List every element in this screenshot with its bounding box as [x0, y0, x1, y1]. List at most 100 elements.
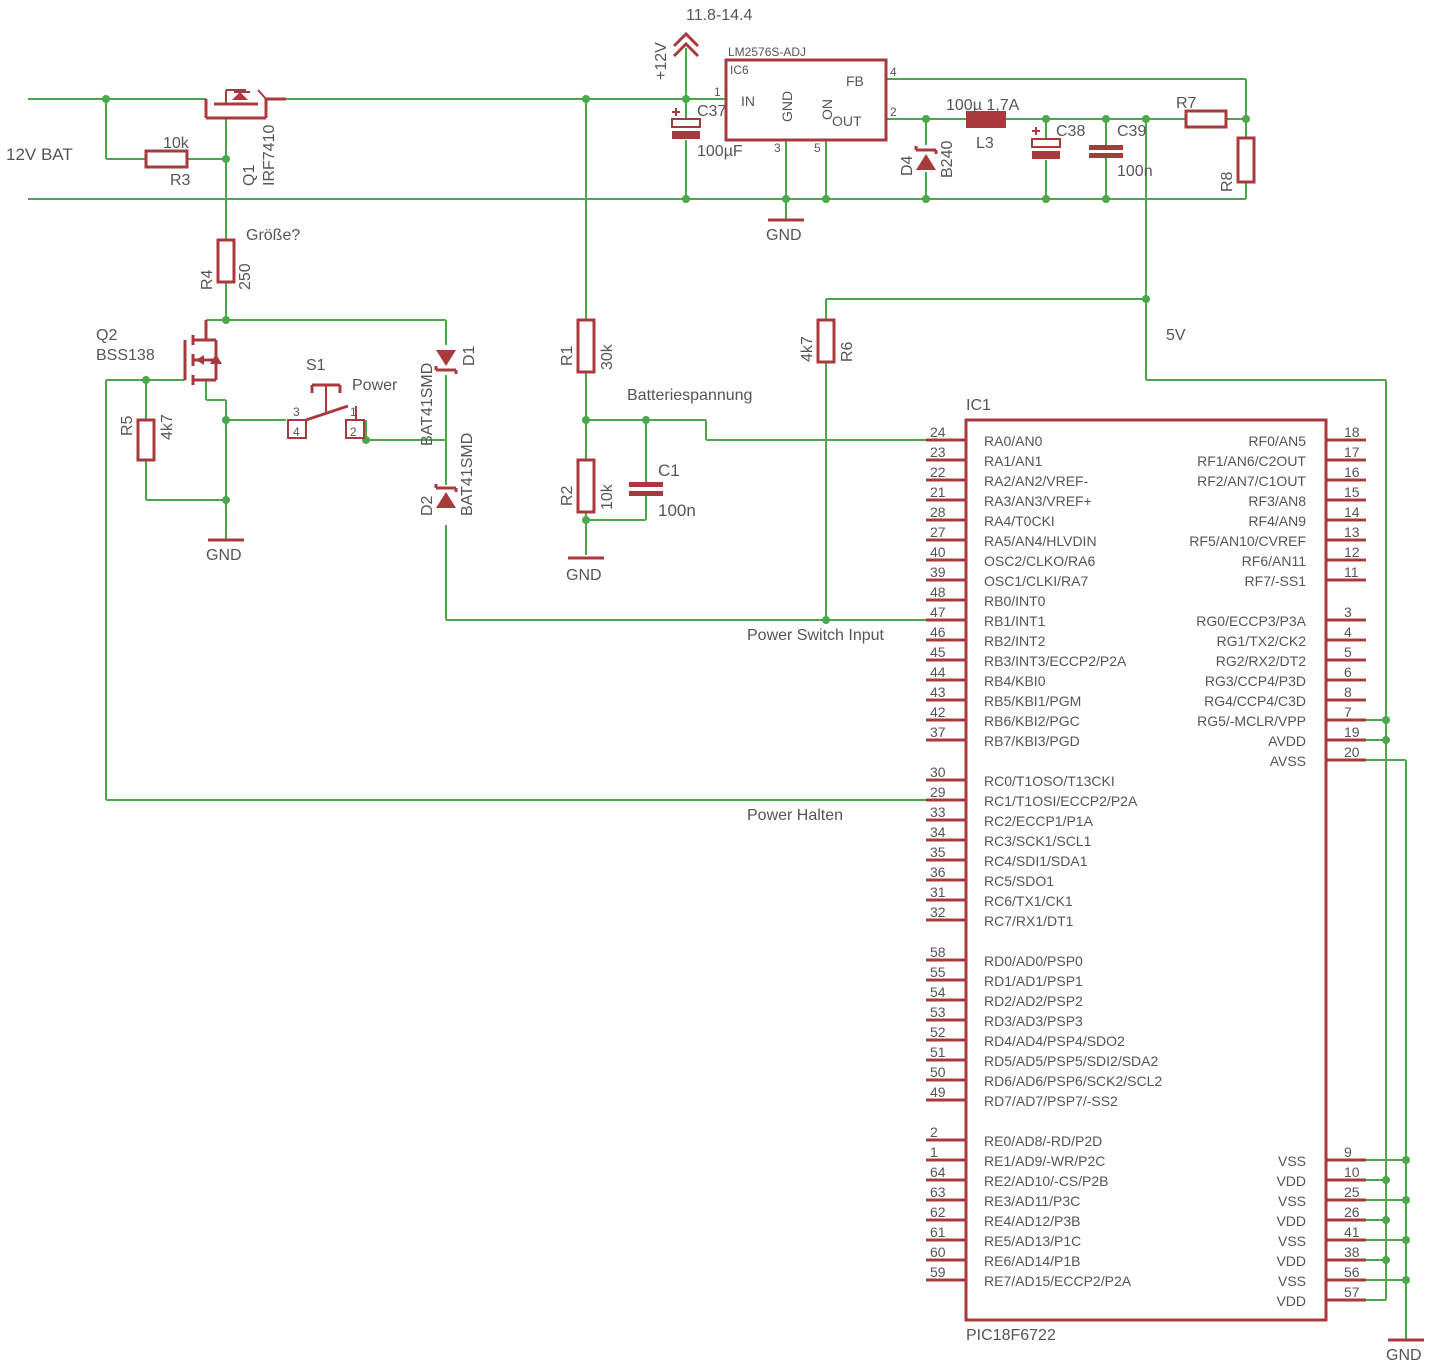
r7-name: R7	[1176, 95, 1197, 112]
ic1-pin-name: AVSS	[1270, 753, 1306, 769]
d2-diode-symbol	[434, 484, 458, 508]
ic1-pin-name: RD2/AD2/PSP2	[984, 993, 1083, 1009]
ic1-pin-name: RD5/AD5/PSP5/SDI2/SDA2	[984, 1053, 1159, 1069]
q1-mosfet-symbol	[204, 89, 286, 120]
ic1-pin-name: RF1/AN6/C2OUT	[1197, 453, 1306, 469]
ic1-pin-number: 42	[930, 704, 946, 720]
ic1-pin-number: 17	[1344, 444, 1360, 460]
ic1-pin-number: 38	[1344, 1244, 1360, 1260]
gnd-symbols	[208, 218, 1424, 1342]
labels: 12V BAT 10k R3 Q1 IRF7410 Größe? R4 250 …	[6, 7, 1422, 1364]
ic1-pin-number: 39	[930, 564, 946, 580]
ic1-pin-number: 20	[1344, 744, 1360, 760]
ic1-pin-name: RC0/T1OSO/T13CKI	[984, 773, 1115, 789]
ic1-pin-number: 57	[1344, 1284, 1360, 1300]
r1-value: 30k	[599, 343, 616, 370]
ic1-pin-name: RG2/RX2/DT2	[1216, 653, 1306, 669]
ic1-pin-number: 35	[930, 844, 946, 860]
r6-name: R6	[839, 341, 856, 362]
ic1-pin-name: RG1/TX2/CK2	[1217, 633, 1307, 649]
ic6-gnd: GND	[779, 91, 795, 122]
ic1-pin-name: RA1/AN1	[984, 453, 1043, 469]
ic1-pin-name: VDD	[1276, 1173, 1306, 1189]
power-halten-label: Power Halten	[747, 807, 843, 824]
ic1-pin-name: RD6/AD6/PSP6/SCK2/SCL2	[984, 1073, 1162, 1089]
ic1-pin-number: 11	[1344, 564, 1359, 580]
ic1-pin-name: RA4/T0CKI	[984, 513, 1055, 529]
ic1-pin-name: RC3/SCK1/SCL1	[984, 833, 1092, 849]
ic6-pin1: 1	[714, 85, 721, 99]
c38-capacitor	[1031, 127, 1061, 159]
q1-part: IRF7410	[261, 125, 278, 186]
ic1-pin-number: 19	[1344, 724, 1360, 740]
ic1-pin-number: 51	[930, 1044, 946, 1060]
r1-name: R1	[559, 345, 576, 366]
ic1-pin-name: RF6/AN11	[1242, 553, 1307, 569]
r1-resistor	[576, 318, 596, 374]
ic1-pin-name: RA0/AN0	[984, 433, 1043, 449]
r2-name: R2	[559, 485, 576, 506]
ic1-pin-number: 21	[930, 484, 946, 500]
ic1-pin-number: 25	[1344, 1184, 1360, 1200]
gnd-label-q2: GND	[206, 547, 242, 564]
ic1-pin-number: 55	[930, 964, 946, 980]
ic1-pin-number: 52	[930, 1024, 946, 1040]
ic1-pin-name: RC7/RX1/DT1	[984, 913, 1074, 929]
ic1-pin-name: RE0/AD8/-RD/P2D	[984, 1133, 1102, 1149]
c1-value: 100n	[658, 501, 696, 520]
ic1-pin-number: 1	[930, 1144, 938, 1160]
ic1-pin-number: 43	[930, 684, 946, 700]
ic1-pin-number: 4	[1344, 624, 1352, 640]
c1-name: C1	[658, 461, 680, 480]
ic1-pin-name: RB7/KBI3/PGD	[984, 733, 1080, 749]
q2-mosfet-symbol	[183, 320, 222, 385]
r4-note: Größe?	[246, 227, 300, 244]
r4-name: R4	[199, 269, 216, 290]
ic1-pin-number: 33	[930, 804, 946, 820]
ic1-pin-name: RA2/AN2/VREF-	[984, 473, 1089, 489]
ic1-pin-name: RC1/T1OSI/ECCP2/P2A	[984, 793, 1138, 809]
r3-value: 10k	[163, 135, 190, 152]
d1-diode-symbol	[434, 350, 458, 374]
ic1-pin-name: RE7/AD15/ECCP2/P2A	[984, 1273, 1132, 1289]
c39-value: 100n	[1117, 163, 1153, 180]
s1-switch-symbol	[287, 383, 365, 439]
ic1-pin-name: RC4/SDI1/SDA1	[984, 853, 1088, 869]
ic1-pin-name: RE6/AD14/P1B	[984, 1253, 1081, 1269]
c37-value: 100µF	[697, 143, 743, 160]
ic1-pin-number: 59	[930, 1264, 946, 1280]
supply-arrow-icon	[672, 31, 700, 58]
l3-inductor	[966, 111, 1006, 128]
ic1-pin-number: 64	[930, 1164, 946, 1180]
ic1-pin-name: VDD	[1276, 1213, 1306, 1229]
d1-part: BAT41SMD	[419, 363, 436, 446]
ic1-pin-number: 28	[930, 504, 946, 520]
ic1-pin-number: 54	[930, 984, 946, 1000]
r3-name: R3	[170, 172, 191, 189]
ic1-pin-name: RE2/AD10/-CS/P2B	[984, 1173, 1109, 1189]
ic1-pin-name: RB4/KBI0	[984, 673, 1046, 689]
s1-label: Power	[352, 377, 398, 394]
ic1-body	[964, 418, 1328, 1322]
ic1-pin-number: 14	[1344, 504, 1360, 520]
ic6-in: IN	[741, 93, 755, 109]
ic1-pin-number: 56	[1344, 1264, 1360, 1280]
ic1-pin-number: 3	[1344, 604, 1352, 620]
gnd-label-r2: GND	[566, 567, 602, 584]
ic1-pin-number: 60	[930, 1244, 946, 1260]
ic1-pin-number: 61	[930, 1224, 946, 1240]
ic1-pin-name: RE1/AD9/-WR/P2C	[984, 1153, 1105, 1169]
d4-name: D4	[899, 155, 916, 176]
c39-capacitor	[1089, 145, 1123, 158]
r6-value: 4k7	[799, 336, 816, 362]
q1-name: Q1	[241, 165, 258, 186]
ic6-pin2: 2	[890, 105, 897, 119]
r6-resistor	[816, 318, 836, 364]
ic1-pin-number: 10	[1344, 1164, 1360, 1180]
ic1-pins: 24RA0/AN023RA1/AN122RA2/AN2/VREF-21RA3/A…	[926, 424, 1366, 1309]
ic1-pin-number: 37	[930, 724, 946, 740]
ic1-pin-number: 27	[930, 524, 946, 540]
ic1-pin-name: RB2/INT2	[984, 633, 1046, 649]
r3-resistor	[144, 149, 189, 169]
gnd-label-ic6: GND	[766, 227, 802, 244]
